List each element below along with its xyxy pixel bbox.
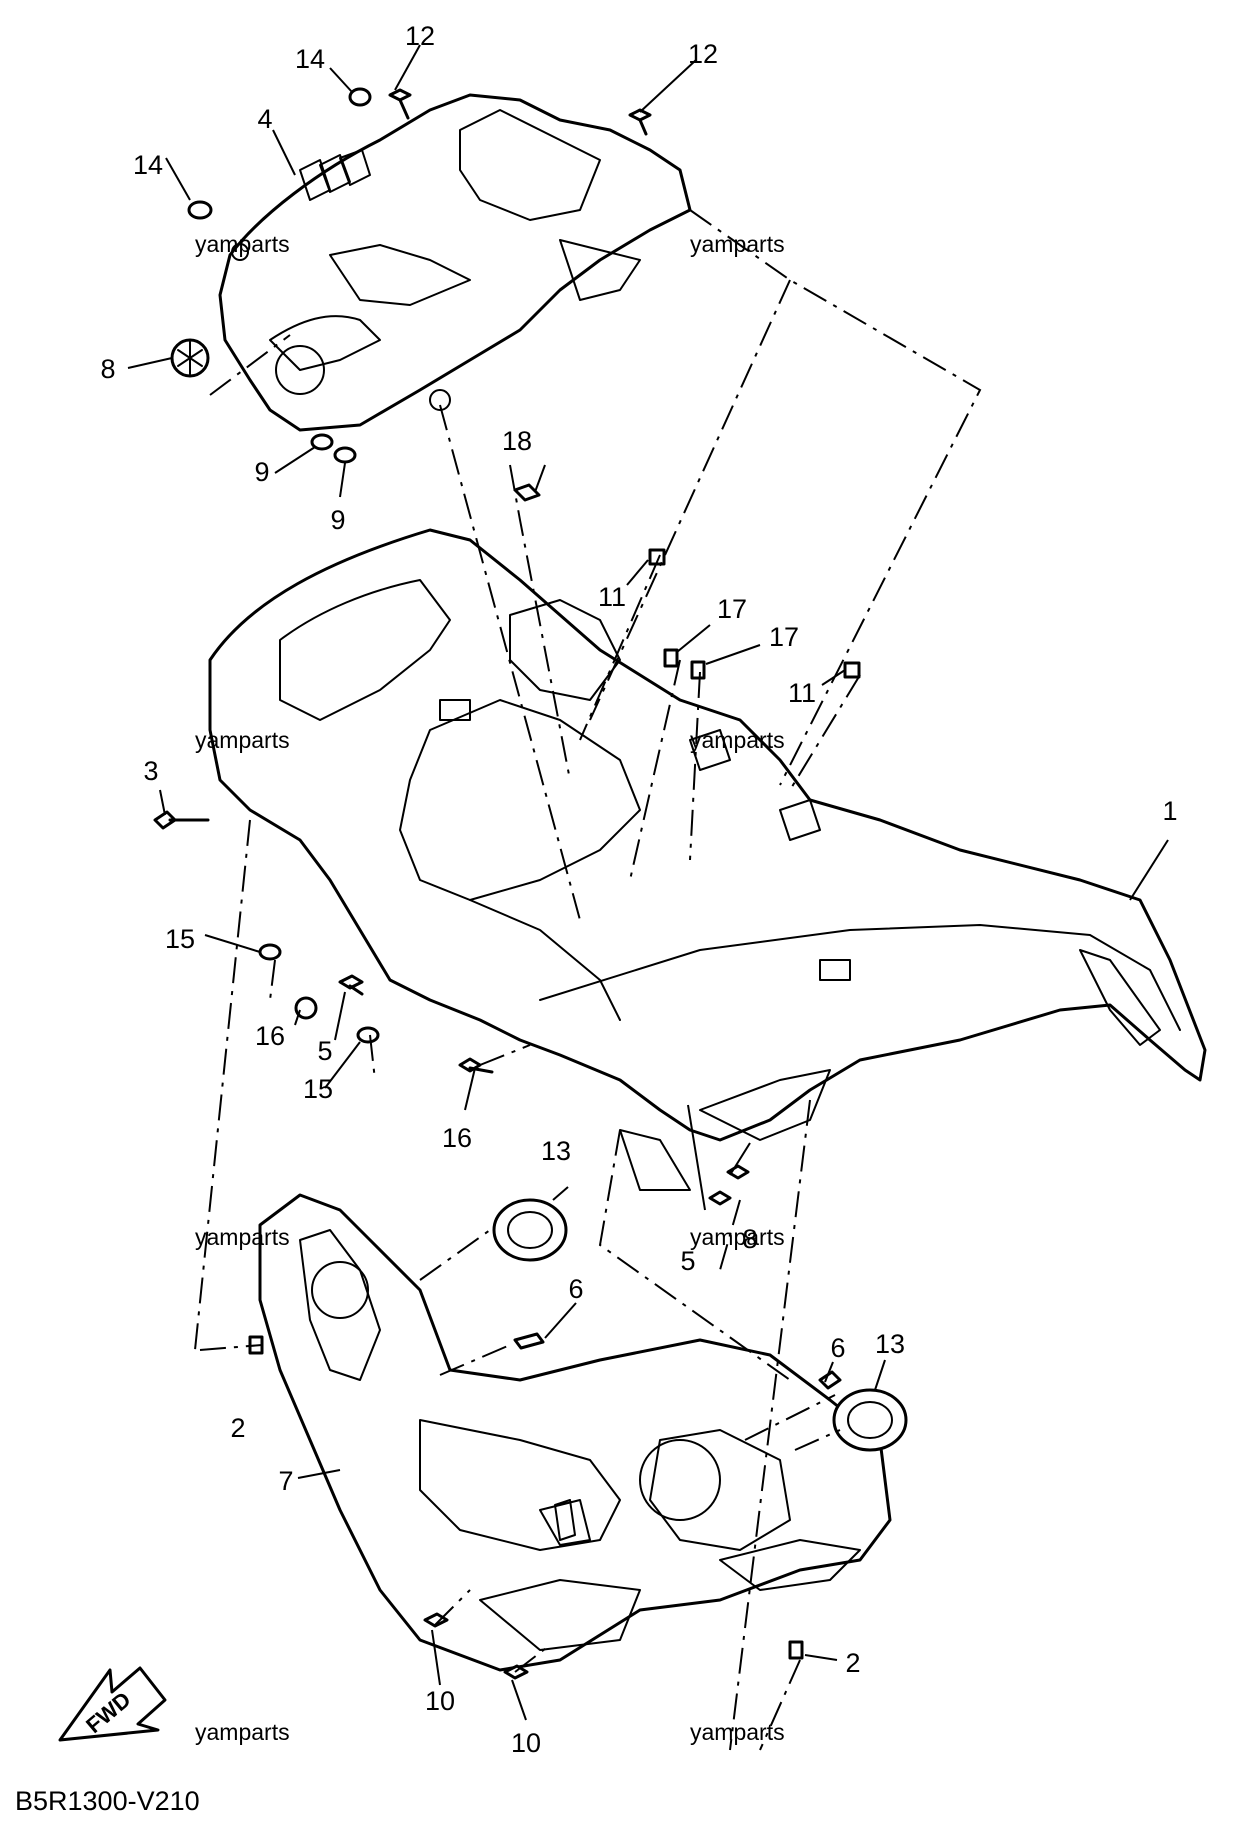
callout-17b: 17 bbox=[769, 622, 799, 652]
callout-6a: 6 bbox=[568, 1274, 583, 1304]
callout-16a: 16 bbox=[255, 1021, 285, 1051]
lower-cover bbox=[258, 1193, 892, 1672]
watermark: yamparts bbox=[195, 727, 290, 753]
callout-14a: 14 bbox=[295, 44, 325, 74]
callout-6b: 6 bbox=[830, 1333, 845, 1363]
callout-9a: 9 bbox=[254, 457, 269, 487]
front-fender bbox=[208, 528, 1207, 1191]
callout-12a: 12 bbox=[405, 21, 435, 51]
upper-cover bbox=[218, 93, 692, 432]
callout-17a: 17 bbox=[717, 594, 747, 624]
callout-16b: 16 bbox=[442, 1123, 472, 1153]
callout-14b: 14 bbox=[133, 150, 163, 180]
watermark: yamparts bbox=[195, 1719, 290, 1745]
watermark: yamparts bbox=[690, 231, 785, 257]
callout-5a: 5 bbox=[317, 1036, 332, 1066]
callout-13a: 13 bbox=[541, 1136, 571, 1166]
callout-2b: 2 bbox=[230, 1413, 245, 1443]
watermark: yamparts bbox=[690, 1719, 785, 1745]
callout-10a: 10 bbox=[425, 1686, 455, 1716]
watermark: yamparts bbox=[195, 231, 290, 257]
callout-15b: 15 bbox=[303, 1074, 333, 1104]
callout-12b: 12 bbox=[688, 39, 718, 69]
callout-9b: 9 bbox=[330, 505, 345, 535]
callout-1: 1 bbox=[1162, 796, 1177, 826]
hardware bbox=[153, 87, 908, 1680]
watermarks: yamparts yamparts yamparts yamparts yamp… bbox=[195, 231, 785, 1745]
watermark: yamparts bbox=[690, 727, 785, 753]
assembly-lines bbox=[194, 209, 982, 1751]
watermark: yamparts bbox=[690, 1224, 785, 1250]
callout-11a: 11 bbox=[598, 582, 626, 612]
callout-18: 18 bbox=[502, 426, 532, 456]
callout-8a: 8 bbox=[100, 354, 115, 384]
callout-3: 3 bbox=[143, 756, 158, 786]
diagram-code: B5R1300-V210 bbox=[15, 1786, 200, 1816]
callout-10b: 10 bbox=[511, 1728, 541, 1758]
callout-4: 4 bbox=[257, 104, 272, 134]
callout-15a: 15 bbox=[165, 924, 195, 954]
fwd-arrow-icon: FWD bbox=[58, 1666, 167, 1742]
watermark: yamparts bbox=[195, 1224, 290, 1250]
callout-8b: 8 bbox=[742, 1224, 757, 1254]
leader-lines bbox=[127, 44, 1169, 1721]
callout-2a: 2 bbox=[845, 1648, 860, 1678]
callout-5b: 5 bbox=[680, 1246, 695, 1276]
callouts: 1 2 2 3 4 5 5 6 6 7 8 8 9 9 10 10 11 11 … bbox=[100, 21, 1177, 1758]
callout-7: 7 bbox=[278, 1466, 293, 1496]
callout-11b: 11 bbox=[788, 678, 816, 708]
callout-13b: 13 bbox=[875, 1329, 905, 1359]
